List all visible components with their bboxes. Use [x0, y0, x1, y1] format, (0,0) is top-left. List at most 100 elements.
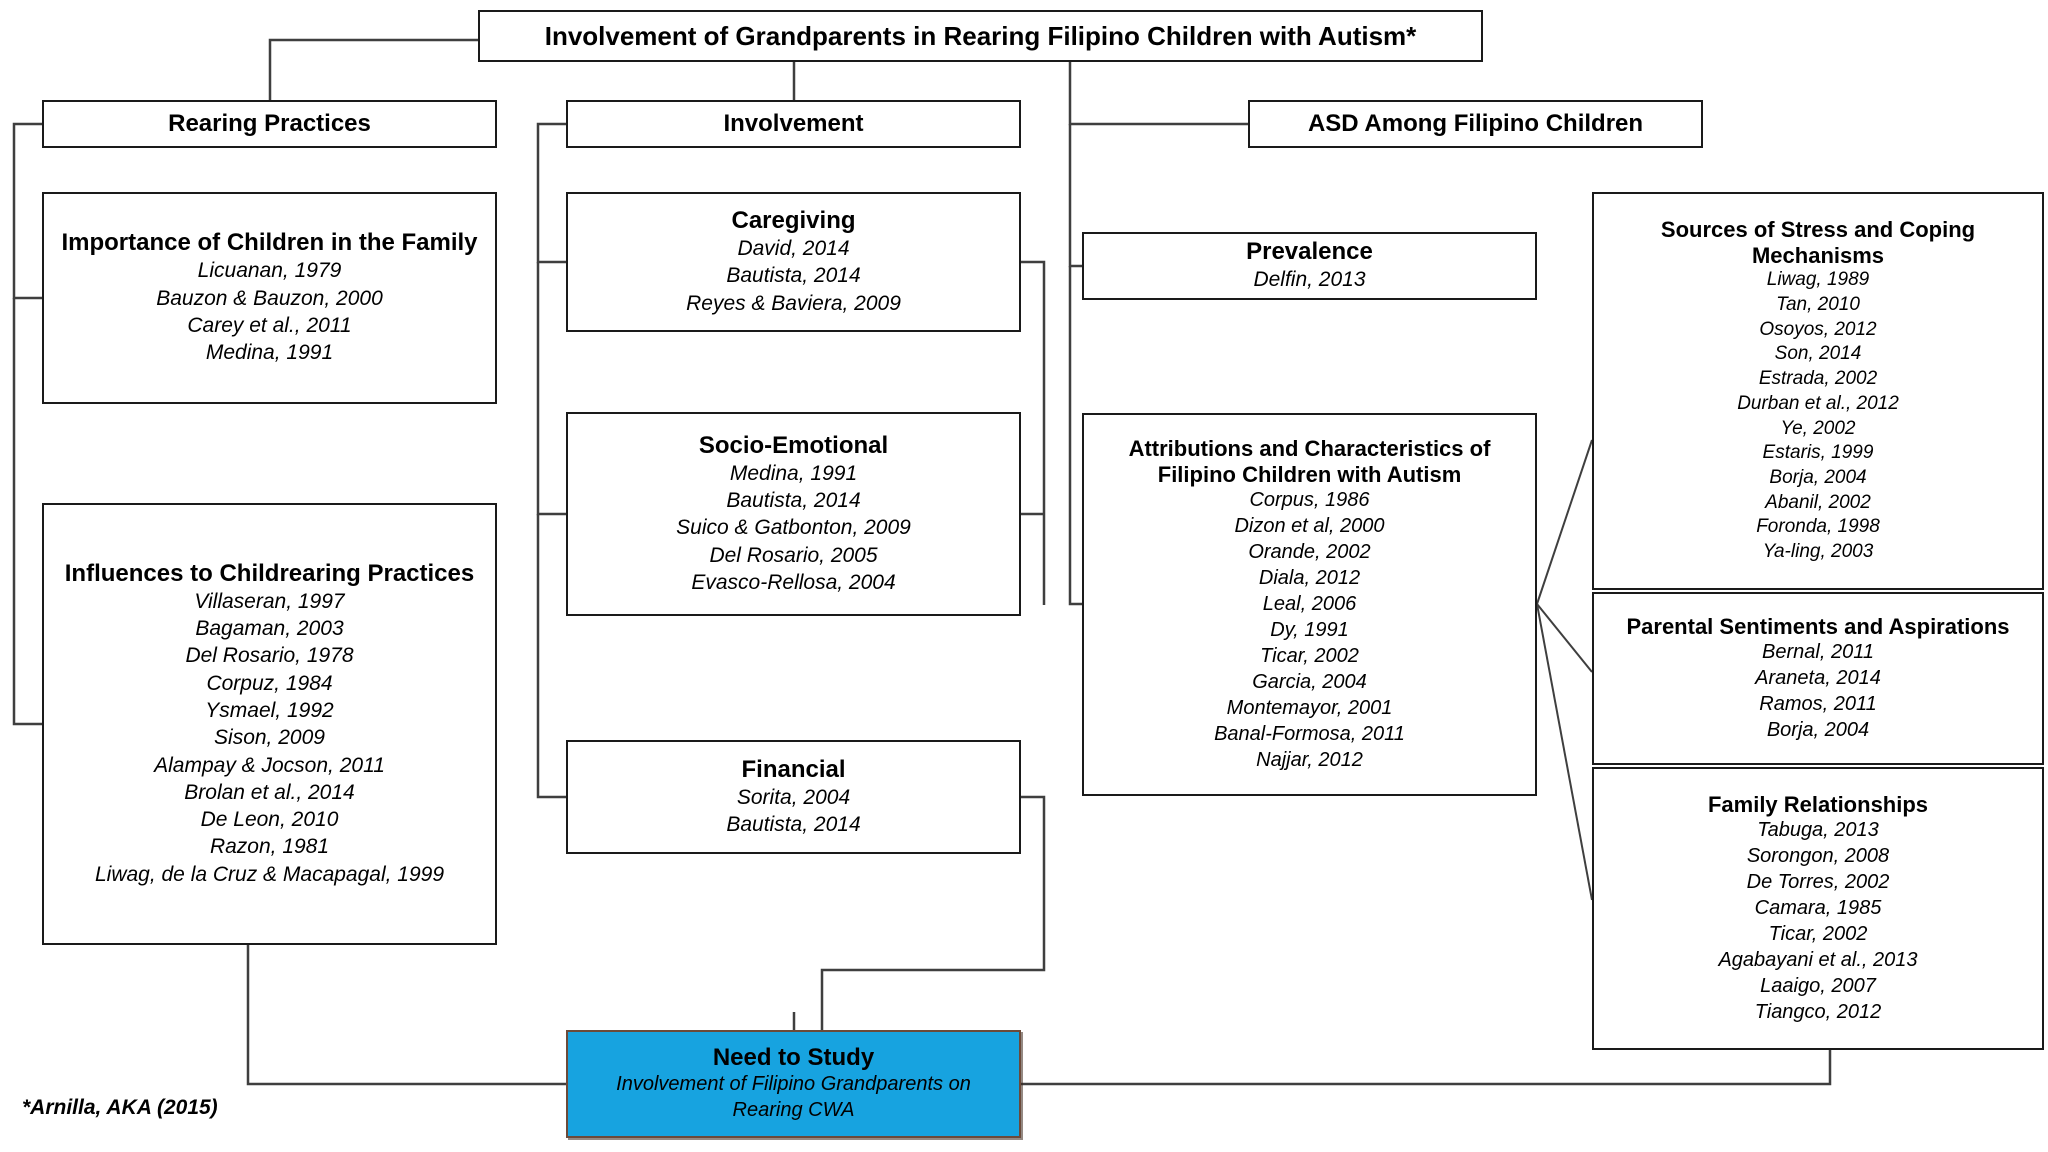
citation-item: Foronda, 1998 [1756, 516, 1880, 538]
citation-item: David, 2014 [737, 236, 850, 260]
category-involvement[interactable]: Involvement [566, 100, 1021, 148]
box-title: Prevalence [1246, 238, 1373, 266]
citation-item: Ticar, 2002 [1768, 923, 1868, 946]
box-title: Socio-Emotional [698, 431, 889, 459]
citation-item: Ramos, 2011 [1759, 693, 1877, 716]
citation-item: Montemayor, 2001 [1226, 697, 1393, 720]
citation-item: Medina, 1991 [729, 461, 858, 485]
citation-item: Borja, 2004 [1766, 719, 1870, 742]
citation-item: De Torres, 2002 [1746, 871, 1890, 894]
citation-item: Corpuz, 1984 [206, 671, 333, 695]
citation-item: Del Rosario, 2005 [709, 543, 878, 567]
citation-item: Estaris, 1999 [1762, 442, 1874, 464]
citation-item: Licuanan, 1979 [197, 259, 342, 283]
box-parental-sentiments-and-aspirations[interactable]: Parental Sentiments and Aspirations Bern… [1592, 592, 2044, 765]
citation-item: Tabuga, 2013 [1757, 819, 1879, 842]
citation-item: Osoyos, 2012 [1759, 318, 1877, 340]
citation-item: Bautista, 2014 [726, 264, 861, 288]
citation-item: Ticar, 2002 [1260, 645, 1359, 668]
need-to-study-subtitle: Involvement of Filipino Grandparents on … [616, 1073, 971, 1121]
citation-item: Delfin, 2013 [1253, 268, 1366, 292]
citation-item: De Leon, 2010 [200, 808, 339, 832]
box-title: Attributions and Characteristics of Fili… [1128, 435, 1491, 487]
box-influences-to-childrearing-practices[interactable]: Influences to Childrearing Practices Vil… [42, 503, 497, 945]
citation-item: Bautista, 2014 [726, 812, 861, 836]
box-title: Importance of Children in the Family [61, 229, 478, 257]
citation-item: Bautista, 2014 [726, 488, 861, 512]
box-title: Family Relationships [1707, 791, 1929, 817]
citation-item: Dizon et al, 2000 [1234, 515, 1385, 538]
citation-item: Ye, 2002 [1780, 417, 1856, 439]
box-title: Caregiving [731, 207, 856, 235]
citation-item: Camara, 1985 [1754, 897, 1882, 920]
citation-item: Alampay & Jocson, 2011 [154, 753, 385, 777]
need-to-study-title: Need to Study [712, 1044, 875, 1072]
citation-item: Estrada, 2002 [1758, 368, 1878, 390]
citation-item: Diala, 2012 [1258, 567, 1361, 590]
citation-item: Laaigo, 2007 [1760, 975, 1876, 998]
citation-item: Orande, 2002 [1248, 541, 1371, 564]
box-sources-of-stress-and-coping-mechanisms[interactable]: Sources of Stress and Coping Mechanisms … [1592, 192, 2044, 590]
citation-item: Tiangco, 2012 [1754, 1001, 1882, 1024]
category-label: Rearing Practices [168, 110, 371, 138]
category-rearing-practices[interactable]: Rearing Practices [42, 100, 497, 148]
box-attributions-and-characteristics[interactable]: Attributions and Characteristics of Fili… [1082, 413, 1537, 796]
citation-item: Sison, 2009 [214, 726, 325, 750]
citation-item: Carey et al., 2011 [187, 313, 352, 337]
citation-item: Bauzon & Bauzon, 2000 [156, 286, 383, 310]
citation-item: Garcia, 2004 [1252, 671, 1367, 694]
box-title: Financial [741, 755, 846, 783]
citation-item: Ysmael, 1992 [205, 698, 334, 722]
citation-list: Delfin, 2013 [1084, 266, 1535, 293]
citation-item: Liwag, 1989 [1766, 269, 1870, 291]
citation-item: Agabayani et al., 2013 [1718, 949, 1918, 972]
category-label: ASD Among Filipino Children [1307, 110, 1644, 138]
box-title: Sources of Stress and Coping Mechanisms [1660, 217, 1976, 268]
citation-item: Suico & Gatbonton, 2009 [676, 516, 911, 540]
citation-item: Bagaman, 2003 [195, 617, 344, 641]
citation-item: Borja, 2004 [1769, 466, 1867, 488]
citation-item: Leal, 2006 [1262, 593, 1357, 616]
box-importance-of-children[interactable]: Importance of Children in the Family Lic… [42, 192, 497, 404]
box-title: Parental Sentiments and Aspirations [1626, 613, 2010, 639]
citation-item: Son, 2014 [1774, 343, 1862, 365]
citation-item: Dy, 1991 [1270, 619, 1349, 642]
citation-item: Bernal, 2011 [1762, 641, 1874, 664]
citation-item: Razon, 1981 [209, 835, 330, 859]
citation-item: Del Rosario, 1978 [185, 644, 354, 668]
box-prevalence[interactable]: Prevalence Delfin, 2013 [1082, 232, 1537, 300]
citation-item: Abanil, 2002 [1765, 491, 1871, 513]
citation-item: Araneta, 2014 [1755, 667, 1881, 690]
citation-item: Brolan et al., 2014 [184, 780, 355, 804]
box-need-to-study[interactable]: Need to Study Involvement of Filipino Gr… [566, 1030, 1021, 1138]
citation-item: Reyes & Baviera, 2009 [686, 291, 901, 315]
root-node[interactable]: Involvement of Grandparents in Rearing F… [478, 10, 1483, 62]
category-label: Involvement [723, 110, 864, 138]
footnote-source: *Arnilla, AKA (2015) [22, 1096, 218, 1119]
citation-item: Durban et al., 2012 [1737, 392, 1899, 414]
root-title: Involvement of Grandparents in Rearing F… [544, 20, 1417, 51]
citation-item: Liwag, de la Cruz & Macapagal, 1999 [94, 862, 445, 886]
citation-item: Sorongon, 2008 [1746, 845, 1890, 868]
citation-item: Tan, 2010 [1776, 294, 1860, 316]
citation-item: Villaseran, 1997 [194, 589, 345, 613]
citation-item: Evasco-Rellosa, 2004 [691, 570, 896, 594]
citation-item: Banal-Formosa, 2011 [1214, 723, 1405, 746]
category-asd-among-filipino-children[interactable]: ASD Among Filipino Children [1248, 100, 1703, 148]
citation-item: Sorita, 2004 [736, 785, 851, 809]
citation-item: Corpus, 1986 [1249, 489, 1370, 512]
citation-item: Medina, 1991 [205, 341, 334, 365]
